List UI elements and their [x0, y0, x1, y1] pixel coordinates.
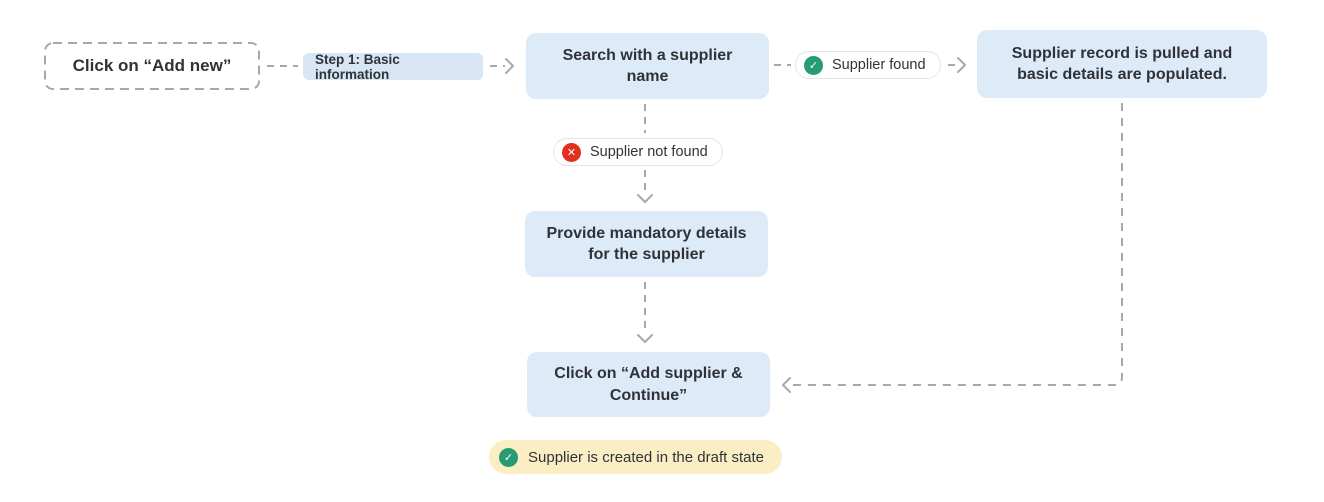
node-add-supplier-continue[interactable]: Click on “Add supplier & Continue” [527, 352, 770, 417]
arrowhead-down-icon [637, 194, 653, 203]
connector-found-to-record [948, 57, 966, 73]
badge-supplier-not-found: ✕ Supplier not found [553, 138, 723, 166]
node-record-pulled-label: Supplier record is pulled and basic deta… [1011, 44, 1233, 83]
connector-details-to-continue [637, 282, 653, 343]
arrowhead-right-icon [505, 58, 514, 74]
badge-draft-created-label: Supplier is created in the draft state [528, 448, 764, 466]
connector-step1-to-search [490, 58, 514, 74]
arrowhead-right-icon [957, 57, 966, 73]
node-search-supplier-label: Search with a supplier name [562, 46, 733, 85]
step1-label-text: Step 1: Basic information [315, 51, 400, 82]
node-provide-details-label: Provide mandatory details for the suppli… [546, 224, 747, 263]
connector-record-to-continue [782, 103, 1123, 393]
badge-draft-created: ✓ Supplier is created in the draft state [489, 440, 782, 474]
arrowhead-down-icon [637, 334, 653, 343]
check-icon: ✓ [499, 447, 518, 467]
step1-label: Step 1: Basic information [303, 51, 483, 82]
node-search-supplier[interactable]: Search with a supplier name [526, 33, 769, 99]
connector-notfound-to-details [637, 170, 653, 203]
check-icon: ✓ [804, 55, 823, 75]
x-icon: ✕ [562, 142, 581, 162]
start-node-dashed-border [44, 42, 260, 90]
badge-supplier-found: ✓ Supplier found [795, 51, 941, 79]
node-click-add-new-label: Click on “Add new” [72, 56, 232, 75]
node-click-add-new[interactable]: Click on “Add new” [45, 43, 259, 89]
badge-supplier-found-label: Supplier found [832, 57, 926, 73]
badge-supplier-not-found-label: Supplier not found [590, 144, 708, 160]
node-add-supplier-continue-label: Click on “Add supplier & Continue” [554, 365, 743, 404]
node-record-pulled[interactable]: Supplier record is pulled and basic deta… [977, 30, 1267, 98]
arrowhead-left-icon [782, 377, 791, 393]
node-provide-details[interactable]: Provide mandatory details for the suppli… [525, 211, 768, 277]
